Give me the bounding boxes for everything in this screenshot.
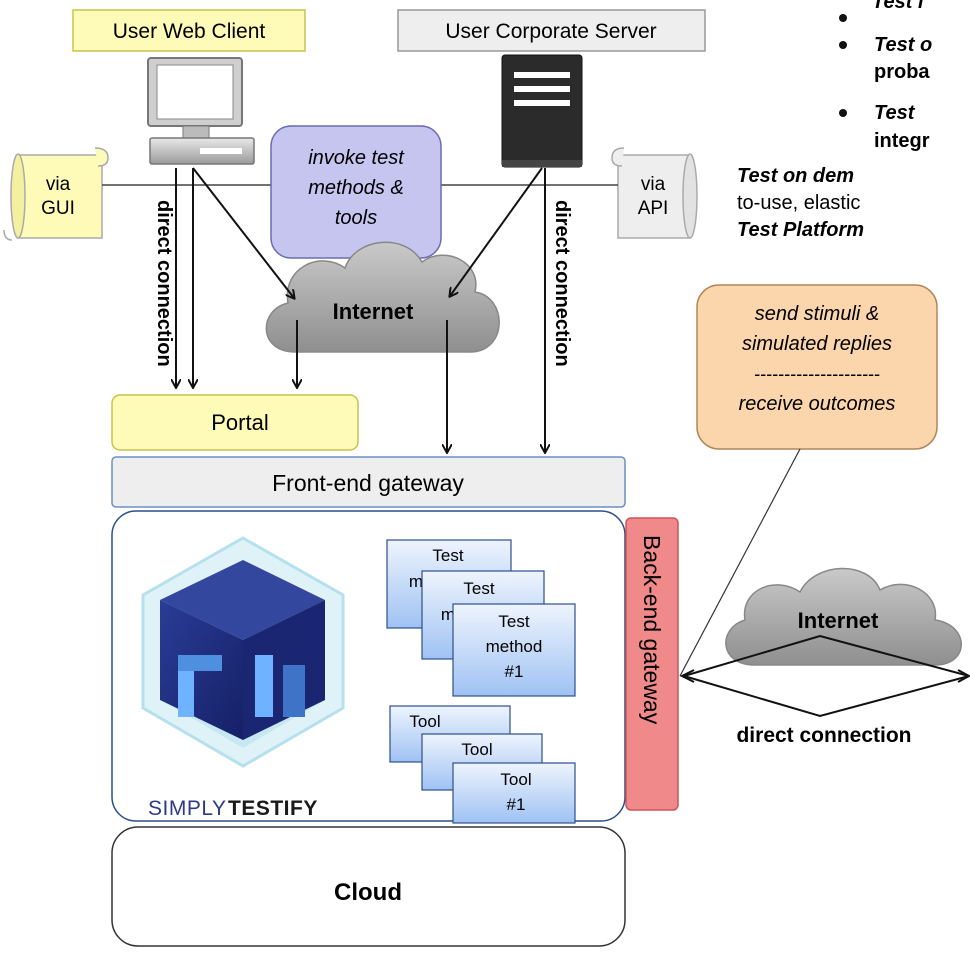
web-client-label-box: [72, 9, 306, 52]
stimuli-box: [696, 284, 938, 450]
corporate-server-label-box: [397, 9, 706, 52]
tool-card-2-label: Tool: [461, 740, 492, 759]
stimuli-connector: [679, 448, 801, 677]
bullet-2-text-cont: proba: [874, 61, 930, 83]
invoke-line3: tools: [335, 207, 377, 229]
bullet-3-text: Test: [874, 102, 916, 124]
test-method-card-3-line3: #1: [505, 662, 524, 681]
bullet-1-icon: [839, 14, 847, 22]
tool-card-3-line1: Tool: [500, 770, 531, 789]
bullet-1-text: Test i: [872, 0, 924, 13]
test-method-card-3-line1: Test: [498, 612, 529, 631]
internet-right-label: Internet: [798, 608, 879, 633]
gui-scroll-line1: via: [46, 174, 71, 195]
stimuli-separator: ---------------------: [754, 364, 880, 384]
invoke-line2: methods &: [308, 177, 404, 199]
tool-card-3-line2: #1: [507, 795, 526, 814]
cloud-label: Cloud: [334, 879, 402, 906]
direct-connection-bottom-label: direct connection: [736, 724, 911, 747]
portal-box: [111, 394, 359, 451]
gui-scroll-line2: GUI: [41, 198, 75, 219]
bullet-3-text-cont: integr: [874, 130, 930, 152]
tool-card-1-label: Tool: [409, 712, 440, 731]
back-end-gateway-label: Back-end gateway: [639, 535, 665, 725]
right-text-column: Test i Test o proba Test integr Test on …: [737, 0, 932, 241]
connection-arrows: [176, 167, 545, 452]
direct-connection-left-label: direct connection: [153, 200, 175, 367]
right-text-line3: Test Platform: [737, 219, 864, 241]
portal-label: Portal: [211, 410, 268, 435]
right-text-line1: Test on dem: [737, 165, 854, 187]
test-method-card-1-label: Test: [432, 546, 463, 565]
server-icon: [501, 54, 583, 168]
right-text-line2: to-use, elastic: [737, 192, 860, 214]
internet-cloud-icon: [265, 241, 500, 353]
simply-testify-logo: [141, 536, 345, 768]
stimuli-line2: simulated replies: [742, 333, 892, 355]
corporate-server-label: User Corporate Server: [445, 20, 656, 43]
web-client-label: User Web Client: [113, 20, 266, 43]
bullet-2-text: Test o: [874, 34, 932, 56]
tool-card-3: [452, 762, 576, 824]
bullet-3-icon: [839, 109, 847, 117]
logo-text-part1: SIMPLY: [148, 797, 226, 820]
direct-connection-right-label: direct connection: [551, 200, 573, 367]
bullet-2-icon: [839, 41, 847, 49]
computer-icon: [147, 57, 255, 165]
internet-cloud-right-icon: [725, 567, 962, 666]
gui-scroll-icon: [3, 147, 109, 241]
test-method-card-1-partial: m: [409, 572, 423, 591]
stimuli-line3: receive outcomes: [739, 393, 896, 415]
cloud-box: [111, 826, 626, 947]
front-end-gateway-label: Front-end gateway: [272, 470, 464, 496]
back-end-gateway-box: [625, 517, 679, 811]
api-scroll-line1: via: [641, 174, 666, 195]
test-method-card-2-partial: m: [441, 605, 455, 624]
test-method-card-3: [452, 603, 576, 697]
backend-connection-arrows: [679, 634, 970, 718]
stimuli-line1: send stimuli &: [755, 303, 880, 325]
api-scroll-line2: API: [638, 198, 669, 219]
invoke-line1: invoke test: [308, 147, 405, 169]
test-method-card-3-line2: method: [486, 637, 543, 656]
front-end-gateway-box: [111, 456, 626, 508]
test-method-card-2-label: Test: [463, 579, 494, 598]
logo-text-part2: TESTIFY: [228, 797, 318, 820]
internet-top-label: Internet: [333, 299, 414, 324]
api-scroll-icon: [611, 147, 698, 239]
